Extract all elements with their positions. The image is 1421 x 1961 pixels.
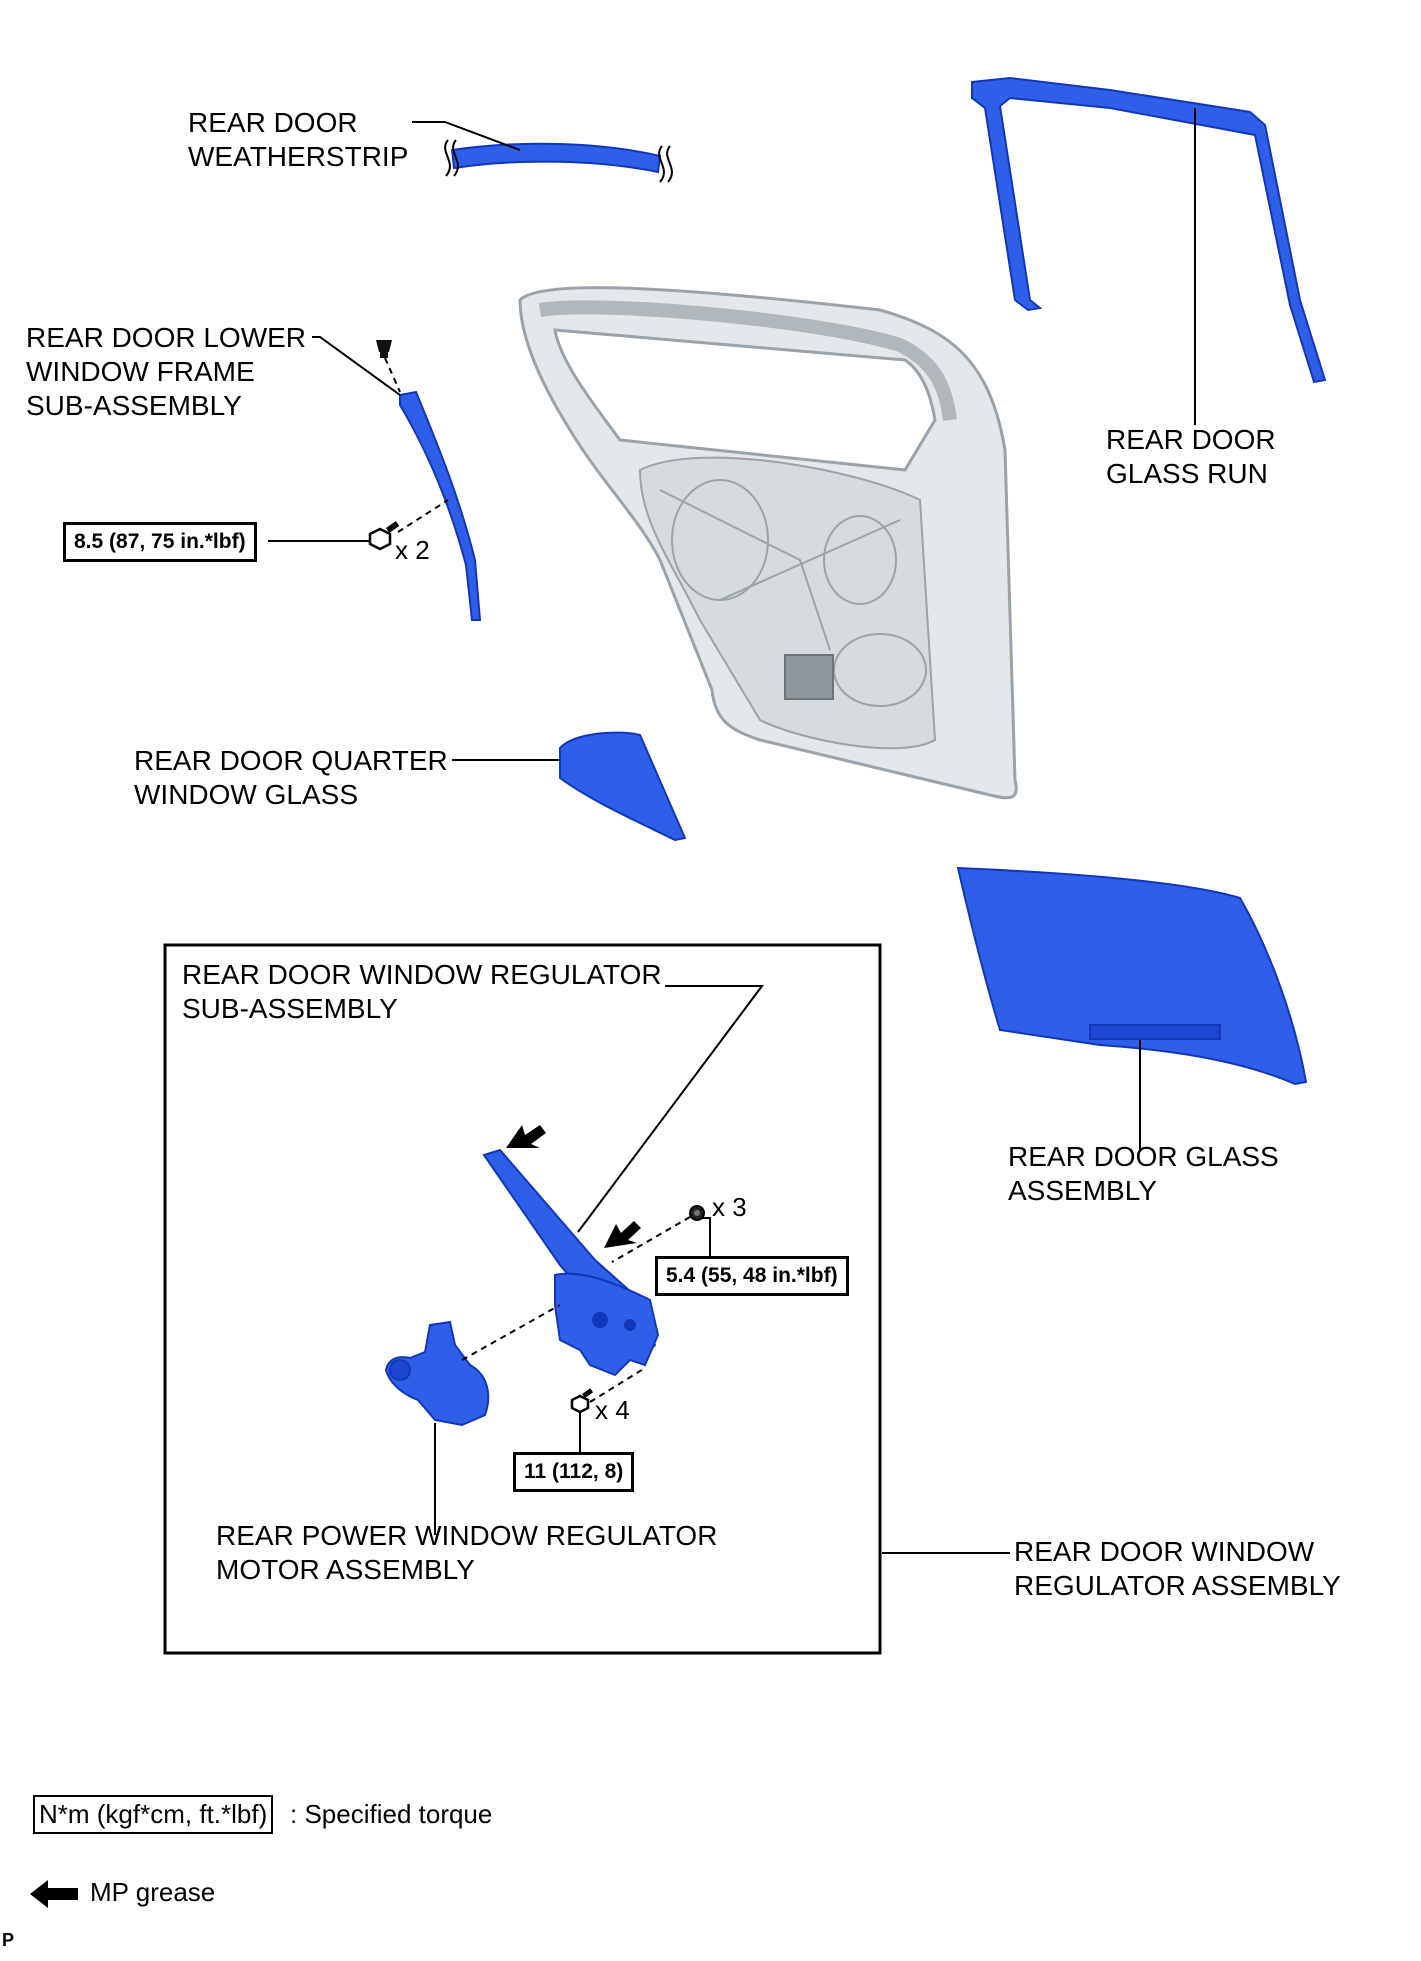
label-motor-assembly: REAR POWER WINDOW REGULATOR MOTOR ASSEMB…: [216, 1519, 717, 1587]
label-line: GLASS RUN: [1106, 458, 1268, 489]
torque-box-motor: 11 (112, 8): [513, 1452, 635, 1492]
door-glass-bracket: [1089, 1024, 1221, 1040]
label-weatherstrip: REAR DOOR WEATHERSTRIP: [188, 106, 408, 174]
bolt-icon-regulator: [689, 1205, 705, 1221]
label-quarter-window-glass: REAR DOOR QUARTER WINDOW GLASS: [134, 744, 448, 812]
legend-grease-text: MP grease: [90, 1877, 216, 1907]
assembly-dashed-lines: [384, 357, 691, 1403]
quantity-motor: x 4: [595, 1395, 630, 1425]
footer-code: P: [2, 1930, 15, 1950]
label-regulator-assembly: REAR DOOR WINDOW REGULATOR ASSEMBLY: [1014, 1535, 1341, 1603]
glass-run-part: [971, 76, 1327, 384]
legend-torque-text: : Specified torque: [290, 1799, 493, 1829]
label-line: REAR DOOR WINDOW REGULATOR: [182, 959, 662, 990]
lower-window-frame-part: [399, 390, 482, 621]
weatherstrip-part: [450, 142, 662, 174]
quarter-window-glass-part: [559, 731, 687, 842]
grease-arrow-icon-upper: [506, 1125, 546, 1148]
label-line: WEATHERSTRIP: [188, 141, 409, 172]
torque-box-frame: 8.5 (87, 75 in.*lbf): [63, 522, 257, 562]
door-glass-part: [956, 866, 1308, 1086]
label-line: ASSEMBLY: [1008, 1175, 1157, 1206]
weatherstrip-break-left: [444, 139, 459, 177]
quantity-frame: x 2: [395, 535, 430, 565]
label-line: MOTOR ASSEMBLY: [216, 1554, 475, 1585]
bolt-icon-frame: [368, 521, 400, 551]
rear-door-panel: [518, 286, 1018, 800]
leader-lines: [268, 108, 1196, 1554]
label-line: SUB-ASSEMBLY: [26, 390, 242, 421]
regulator-inset-frame: [163, 943, 882, 1655]
label-glass-run: REAR DOOR GLASS RUN: [1106, 423, 1276, 491]
label-line: REAR DOOR: [188, 107, 358, 138]
label-line: WINDOW GLASS: [134, 779, 359, 810]
bolt-icon-frame-top: [376, 340, 392, 358]
weatherstrip-break-right: [658, 145, 673, 183]
label-line: REAR POWER WINDOW REGULATOR: [216, 1520, 718, 1551]
label-line: SUB-ASSEMBLY: [182, 993, 398, 1024]
grease-arrow-icon-lower: [604, 1221, 641, 1248]
label-door-glass-assembly: REAR DOOR GLASS ASSEMBLY: [1008, 1140, 1279, 1208]
torque-box-regulator: 5.4 (55, 48 in.*lbf): [655, 1256, 849, 1296]
label-line: REAR DOOR QUARTER: [134, 745, 448, 776]
label-line: REAR DOOR GLASS: [1008, 1141, 1279, 1172]
legend-torque-box: N*m (kgf*cm, ft.*lbf): [33, 1795, 274, 1834]
label-line: REGULATOR ASSEMBLY: [1014, 1570, 1341, 1601]
window-regulator-part: [482, 1148, 660, 1377]
label-lower-window-frame: REAR DOOR LOWER WINDOW FRAME SUB-ASSEMBL…: [26, 321, 306, 423]
label-line: WINDOW FRAME: [26, 356, 255, 387]
quantity-regulator: x 3: [712, 1192, 747, 1222]
label-line: REAR DOOR LOWER: [26, 322, 307, 353]
label-regulator-sub-assembly: REAR DOOR WINDOW REGULATOR SUB-ASSEMBLY: [182, 958, 662, 1026]
grease-legend-arrow-icon: [30, 1880, 78, 1908]
bolt-icon-motor: [570, 1388, 594, 1414]
window-motor-part: [384, 1320, 490, 1427]
label-line: REAR DOOR: [1106, 424, 1276, 455]
label-line: REAR DOOR WINDOW: [1014, 1536, 1315, 1567]
